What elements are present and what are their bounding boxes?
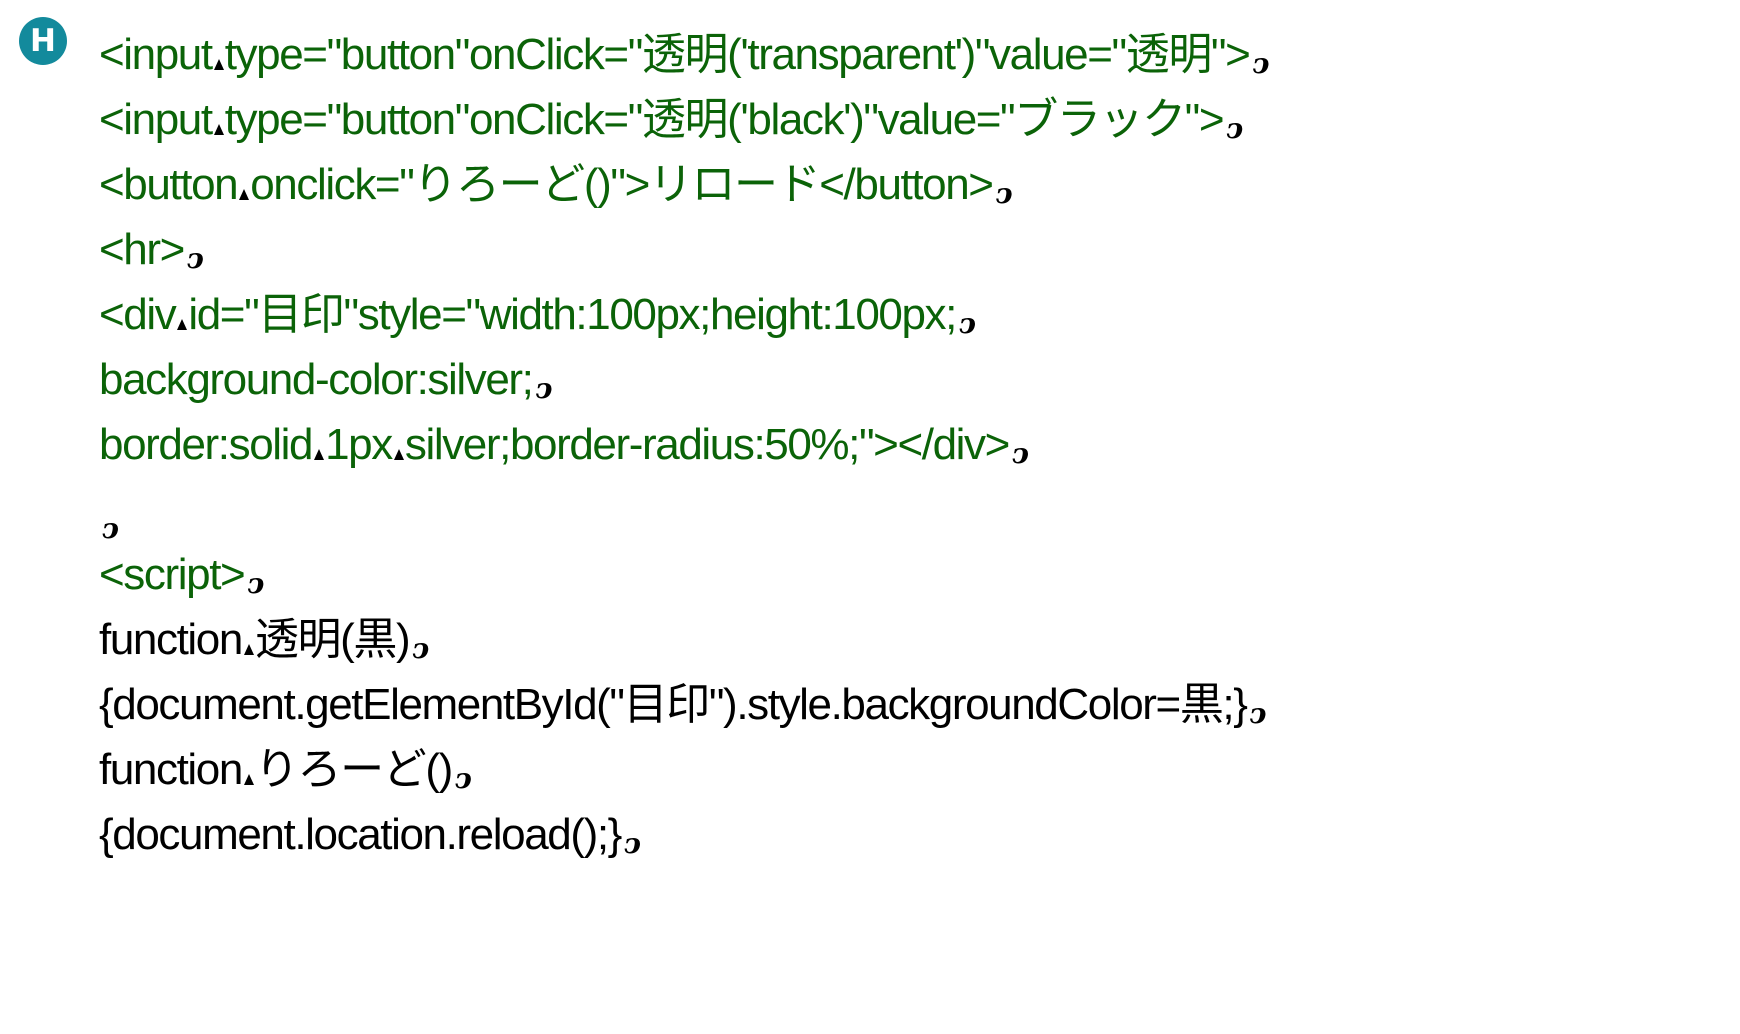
code-line[interactable]: background-color:silver;ↄ <box>99 350 553 410</box>
line-end-marker: ↄ <box>1249 697 1267 730</box>
space-marker <box>213 59 224 70</box>
code-text-segment: りろーど() <box>254 745 453 794</box>
code-text-segment: function <box>99 745 243 794</box>
space-marker <box>239 189 250 200</box>
code-line[interactable]: ↄ <box>99 490 119 550</box>
line-end-marker: ↄ <box>412 632 430 665</box>
code-text-segment: {document.getElementById("目印").style.bac… <box>99 680 1248 729</box>
code-text-segment: 1px <box>325 420 393 469</box>
code-text-segment: <script> <box>99 550 246 599</box>
code-line[interactable]: {document.getElementById("目印").style.bac… <box>99 675 1267 735</box>
space-marker <box>393 449 404 460</box>
code-text-segment: <button <box>99 160 239 209</box>
line-end-marker: ↄ <box>1252 47 1270 80</box>
space-marker <box>243 644 254 655</box>
code-text-segment: {document.location.reload();} <box>99 810 622 859</box>
line-end-marker: ↄ <box>535 372 553 405</box>
code-text-segment: 透明(黒) <box>254 615 411 664</box>
line-end-marker: ↄ <box>1226 112 1244 145</box>
code-line[interactable]: <hr>ↄ <box>99 220 204 280</box>
line-end-marker: ↄ <box>1011 437 1029 470</box>
code-text-segment: background-color:silver; <box>99 355 534 404</box>
code-text-segment: type="button"onClick="透明('black')"value=… <box>224 95 1225 144</box>
code-text-segment: type="button"onClick="透明('transparent')"… <box>224 30 1251 79</box>
line-end-marker: ↄ <box>995 177 1013 210</box>
space-marker <box>213 124 224 135</box>
code-text-segment: border:solid <box>99 420 314 469</box>
space-marker <box>243 774 254 785</box>
space-marker <box>314 449 325 460</box>
code-text-segment: <input <box>99 95 213 144</box>
code-text-segment: function <box>99 615 243 664</box>
code-text-segment: silver;border-radius:50%;"></div> <box>404 420 1010 469</box>
line-end-marker: ↄ <box>247 567 265 600</box>
space-marker <box>177 319 188 330</box>
code-text-segment: <input <box>99 30 213 79</box>
code-text-segment: <hr> <box>99 225 185 274</box>
line-end-marker: ↄ <box>958 307 977 340</box>
line-end-marker: ↄ <box>454 762 472 795</box>
code-line[interactable]: <script>ↄ <box>99 545 264 605</box>
code-text-segment: id="目印"style="width:100px;height:100px; <box>188 290 957 339</box>
html-mode-badge: H <box>19 17 67 65</box>
line-end-marker: ↄ <box>186 242 204 275</box>
code-text-segment: onclick="りろーど()">リロード</button> <box>250 160 994 209</box>
code-text-segment: <div <box>99 290 177 339</box>
line-end-marker: ↄ <box>102 512 120 545</box>
code-line[interactable]: {document.location.reload();}ↄ <box>99 805 641 865</box>
line-end-marker: ↄ <box>623 827 642 860</box>
